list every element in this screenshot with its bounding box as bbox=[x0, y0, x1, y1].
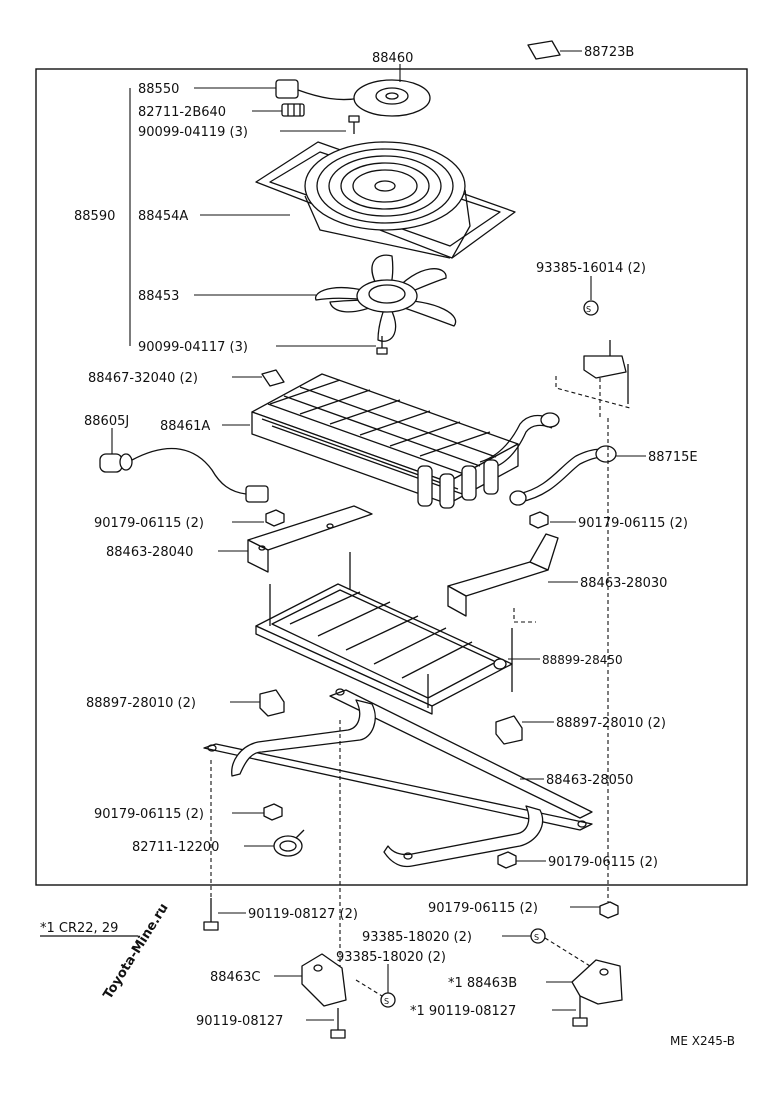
evaporator-drawing bbox=[251, 373, 519, 505]
leader-lines bbox=[40, 50, 646, 1021]
fan-motor-drawing bbox=[275, 79, 431, 117]
label-88590: 88590 bbox=[74, 209, 115, 224]
label-88897-28010-a: 88897-28010 (2) bbox=[86, 696, 196, 711]
bracket-c-drawing bbox=[301, 953, 347, 1007]
label-90179-06115-a: 90179-06115 (2) bbox=[94, 516, 204, 531]
label-88453: 88453 bbox=[138, 289, 179, 304]
label-88897-28010-b: 88897-28010 (2) bbox=[556, 716, 666, 731]
svg-text:S: S bbox=[534, 933, 539, 942]
lower-frame-drawing bbox=[203, 688, 593, 868]
label-88460: 88460 bbox=[372, 51, 413, 66]
label-93385-16014: 93385-16014 (2) bbox=[536, 261, 646, 276]
nut-frame-right-drawing bbox=[497, 851, 517, 869]
bolt-bottom-right-drawing bbox=[572, 996, 588, 1027]
assembly-frame bbox=[35, 68, 748, 886]
label-note: *1 CR22, 29 bbox=[40, 921, 118, 936]
screw-upper-drawing bbox=[348, 115, 360, 134]
nut-frame-left-drawing bbox=[263, 803, 283, 821]
label-88899-28450: 88899-28450 bbox=[542, 653, 623, 667]
bracket-right-drawing bbox=[447, 533, 559, 623]
svg-text:S: S bbox=[586, 305, 591, 314]
bolt-bottom-left-drawing bbox=[330, 1008, 346, 1039]
label-90179-06115-d: 90179-06115 (2) bbox=[548, 855, 658, 870]
label-90179-06115-c: 90179-06115 (2) bbox=[94, 807, 204, 822]
suction-pipe-drawing bbox=[509, 445, 617, 506]
nut-right-drawing bbox=[529, 511, 549, 529]
fan-shroud-drawing bbox=[255, 141, 516, 259]
nut-left-drawing bbox=[265, 509, 285, 527]
label-93385-18020-b: 93385-18020 (2) bbox=[336, 950, 446, 965]
label-90099-04119: 90099-04119 (3) bbox=[138, 125, 248, 140]
label-90119-08127-c: *1 90119-08127 bbox=[410, 1004, 516, 1019]
bracket-left-drawing bbox=[247, 505, 373, 573]
grommet-drawing bbox=[281, 103, 305, 117]
label-88463-28030: 88463-28030 bbox=[580, 576, 667, 591]
label-88605J: 88605J bbox=[84, 414, 129, 429]
screw-lower-drawing bbox=[376, 336, 388, 355]
label-90119-08127-a: 90119-08127 (2) bbox=[248, 907, 358, 922]
bolt-left-drawing bbox=[203, 760, 219, 931]
label-90119-08127-b: 90119-08127 bbox=[196, 1014, 283, 1029]
label-82711-2B640: 82711-2B640 bbox=[138, 105, 226, 120]
label-sticker-drawing bbox=[527, 40, 561, 60]
label-88454A: 88454A bbox=[138, 209, 188, 224]
evaporator-pipes-drawing bbox=[417, 412, 560, 509]
valve-bracket-drawing: S bbox=[555, 300, 631, 418]
clip-drawing bbox=[261, 369, 285, 387]
label-88467-32040: 88467-32040 (2) bbox=[88, 371, 198, 386]
watermark: Toyota-Mine.ru bbox=[101, 901, 172, 1002]
hose-clamp-drawing bbox=[273, 829, 305, 857]
label-88463-28050: 88463-28050 bbox=[546, 773, 633, 788]
label-82711-12200: 82711-12200 bbox=[132, 840, 219, 855]
wire-harness-drawing bbox=[99, 447, 269, 503]
label-90179-06115-b: 90179-06115 (2) bbox=[578, 516, 688, 531]
nut-outer-right-drawing bbox=[599, 418, 619, 919]
label-88463-28040: 88463-28040 bbox=[106, 545, 193, 560]
svg-text:S: S bbox=[384, 997, 389, 1006]
grommet-right-drawing bbox=[495, 715, 523, 745]
label-88461A: 88461A bbox=[160, 419, 210, 434]
label-90179-06115-e: 90179-06115 (2) bbox=[428, 901, 538, 916]
label-88723B: 88723B bbox=[584, 45, 634, 60]
label-88463C: 88463C bbox=[210, 970, 260, 985]
label-90099-04117: 90099-04117 (3) bbox=[138, 340, 248, 355]
label-88550: 88550 bbox=[138, 82, 179, 97]
drain-pan-drawing bbox=[255, 552, 513, 715]
bolt-s-upper-drawing: S bbox=[530, 928, 591, 967]
label-88463B: *1 88463B bbox=[448, 976, 517, 991]
label-93385-18020-a: 93385-18020 (2) bbox=[362, 930, 472, 945]
fan-blade-drawing bbox=[315, 254, 457, 342]
bolt-s-lower-drawing: S bbox=[339, 720, 396, 1008]
drawing-code: ME X245-B bbox=[670, 1034, 735, 1048]
label-88715E: 88715E bbox=[648, 450, 698, 465]
grommet-left-drawing bbox=[259, 689, 285, 717]
